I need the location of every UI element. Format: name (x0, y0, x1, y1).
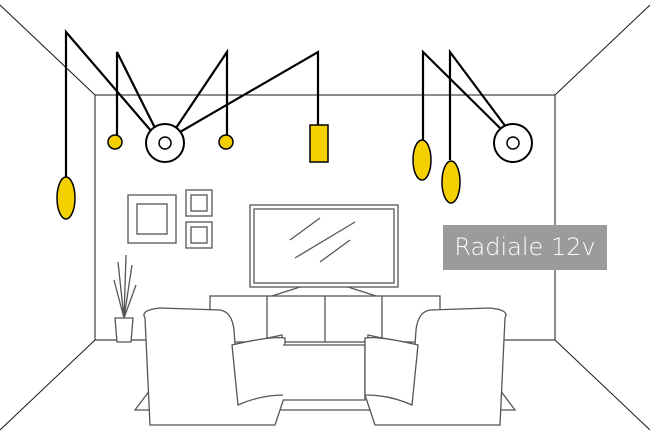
armchair-right (364, 307, 507, 426)
plant (113, 254, 137, 343)
tv-cabinet (209, 295, 441, 343)
lamp-ball (107, 134, 123, 150)
armchair-left (143, 307, 366, 426)
ceiling-rosettes (145, 123, 533, 163)
lamp-ellipse (441, 160, 461, 204)
picture-frames (127, 189, 213, 249)
pendant-lamps (56, 124, 461, 220)
pendant-cords (64, 29, 507, 178)
lamp-ellipse (412, 139, 432, 181)
lamp-ball (218, 134, 234, 150)
television (249, 204, 399, 297)
lamp-ellipse (56, 176, 76, 220)
lamp-cylinder (309, 124, 329, 163)
product-label: Radiale 12v (443, 225, 607, 270)
